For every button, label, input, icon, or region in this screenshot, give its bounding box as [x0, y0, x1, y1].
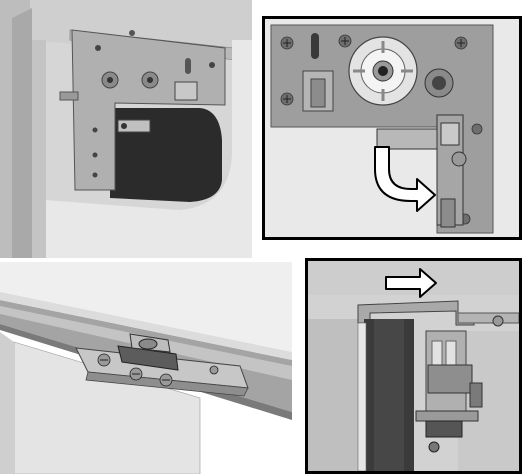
curved-arrow-icon: [374, 146, 436, 212]
roller-plate-illustration: [265, 19, 519, 237]
panel-roller-plate-detail: [262, 16, 522, 240]
rail-clip-illustration: [0, 262, 292, 474]
carriage-section-illustration: [308, 261, 519, 471]
right-arrow-icon: [385, 268, 437, 298]
panel-mounting-plate-corner: [0, 0, 252, 258]
panel-rail-clip: [0, 262, 292, 474]
mounting-plate-illustration: [0, 0, 252, 258]
panel-carriage-cross-section: [305, 258, 522, 474]
